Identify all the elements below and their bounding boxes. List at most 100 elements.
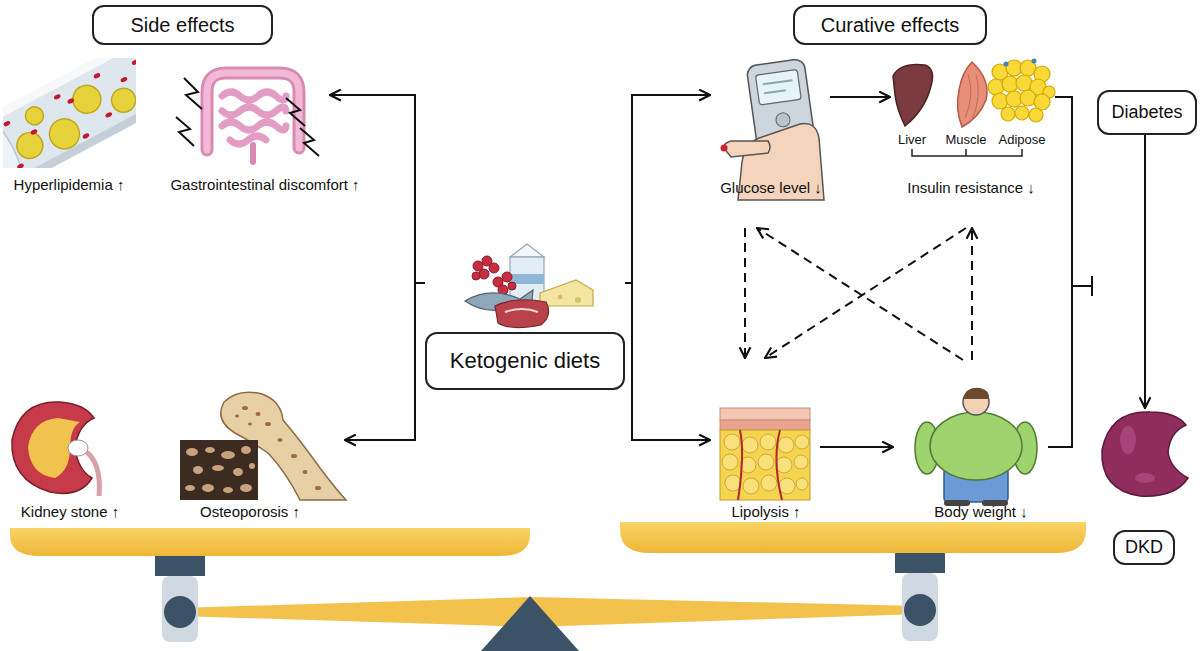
dashed-arrow xyxy=(757,228,963,360)
muscle-illustration xyxy=(958,62,987,127)
rounded-box: Curative effects xyxy=(793,5,987,45)
adipose-illustration xyxy=(992,93,1008,109)
glucose-meter-illustration xyxy=(775,112,791,128)
balance-scale xyxy=(164,596,196,628)
vessel-illustration xyxy=(82,132,90,139)
skin-fat-illustration xyxy=(778,437,794,453)
skin-fat-illustration xyxy=(761,475,777,491)
bone-illustration xyxy=(240,484,252,492)
caption-text: Kidney stone ↑ xyxy=(21,503,119,521)
bone-illustration xyxy=(233,468,243,476)
illustrated-node: Body weight ↓ xyxy=(893,360,1048,508)
intestine-illustration xyxy=(300,128,319,156)
skin-fat-illustration xyxy=(720,408,810,420)
bone-illustration xyxy=(278,438,283,442)
dashed-arrow xyxy=(744,228,746,358)
skin-fat-illustration xyxy=(796,478,808,490)
person-illustration xyxy=(963,388,989,399)
vessel-illustration xyxy=(67,97,75,104)
skin-fat-illustration xyxy=(725,475,741,491)
keto-food-illustration xyxy=(479,269,489,279)
keto-food-illustration xyxy=(508,282,516,290)
dashed-arrow xyxy=(765,228,966,358)
keto-food-illustration xyxy=(575,297,581,303)
adipose-illustration xyxy=(988,59,1055,123)
glucose-meter-illustration xyxy=(721,145,728,152)
arrow-connector xyxy=(330,95,425,283)
vessel-illustration xyxy=(131,59,136,66)
arrow-connector xyxy=(830,96,890,98)
caption-text: Body weight ↓ xyxy=(934,503,1027,521)
kidney-illustration xyxy=(1102,412,1188,496)
adipose-illustration xyxy=(1015,106,1029,120)
skin-fat-illustration xyxy=(724,434,740,450)
keto-food-illustration xyxy=(465,244,593,328)
vessel-illustration xyxy=(3,58,136,168)
vessel-illustration xyxy=(30,128,38,135)
box-text: Diabetes xyxy=(1111,103,1182,123)
box-outline: DKD xyxy=(1113,530,1175,565)
caption-text: Glucose level ↓ xyxy=(720,179,822,197)
keto-food-illustration xyxy=(489,263,499,273)
bone-illustration xyxy=(185,485,195,491)
vessel-illustration xyxy=(44,114,85,155)
skin-fat-illustration xyxy=(720,408,810,500)
kidney-illustration xyxy=(1135,473,1155,483)
arrow-connector xyxy=(345,283,425,440)
intestine-illustration xyxy=(176,117,194,146)
balance-scale xyxy=(902,573,938,641)
caption-text: Lipolysis ↑ xyxy=(731,503,800,521)
balance-scale xyxy=(895,553,945,573)
balance-scale xyxy=(10,528,530,556)
illustrated-node: Hyperlipidemia ↑ xyxy=(3,60,135,170)
keto-food-illustration xyxy=(558,295,563,300)
skin-fat-illustration xyxy=(720,420,810,430)
bone-illustration xyxy=(291,454,297,458)
tissue-label: Adipose xyxy=(999,132,1046,148)
arrow-connector xyxy=(625,95,710,283)
liver-illustration xyxy=(893,64,933,126)
vessel-illustration xyxy=(53,93,61,100)
intestine-illustration xyxy=(286,98,305,126)
vessel-illustration xyxy=(3,58,136,168)
rounded-box: Side effects xyxy=(92,5,273,45)
glucose-meter-illustration xyxy=(755,69,801,105)
glucose-meter-illustration xyxy=(764,90,786,93)
keto-food-illustration xyxy=(472,272,480,280)
caption-text: Gastrointestinal discomfort ↑ xyxy=(170,176,359,194)
keto-food-illustration xyxy=(510,244,544,257)
vessel-illustration xyxy=(105,111,113,118)
balance-scale xyxy=(155,556,205,576)
illustrated-box-node: DKD xyxy=(1100,408,1190,566)
tissue-label: Muscle xyxy=(945,132,986,148)
bone-illustration xyxy=(256,412,261,416)
skin-fat-illustration xyxy=(776,457,792,473)
intestine-illustration xyxy=(207,73,299,150)
keto-food-illustration xyxy=(472,256,516,295)
bone-illustration xyxy=(202,484,214,492)
intestine-illustration xyxy=(250,145,256,162)
skin-fat-illustration xyxy=(760,434,776,450)
skin-fat-illustration xyxy=(742,437,758,453)
skin-fat-illustration xyxy=(743,478,759,494)
tissue-label: Liver xyxy=(898,132,926,148)
vessel-illustration xyxy=(3,120,11,127)
vessel-illustration xyxy=(12,128,47,163)
kidney-stone-illustration xyxy=(12,402,94,493)
intestine-illustration xyxy=(184,78,202,109)
balance-scale xyxy=(620,522,1086,553)
caption-text: Insulin resistance ↓ xyxy=(907,179,1035,197)
box-text: Ketogenic diets xyxy=(450,349,600,373)
balance-scale xyxy=(904,594,936,626)
bone-illustration xyxy=(212,465,224,471)
bone-illustration xyxy=(205,447,215,453)
bone-illustration xyxy=(221,451,235,459)
adipose-illustration xyxy=(1001,107,1015,121)
bone-illustration xyxy=(303,470,308,474)
liver-illustration xyxy=(893,64,933,126)
skin-fat-illustration xyxy=(795,435,809,449)
adipose-illustration xyxy=(1004,62,1009,67)
